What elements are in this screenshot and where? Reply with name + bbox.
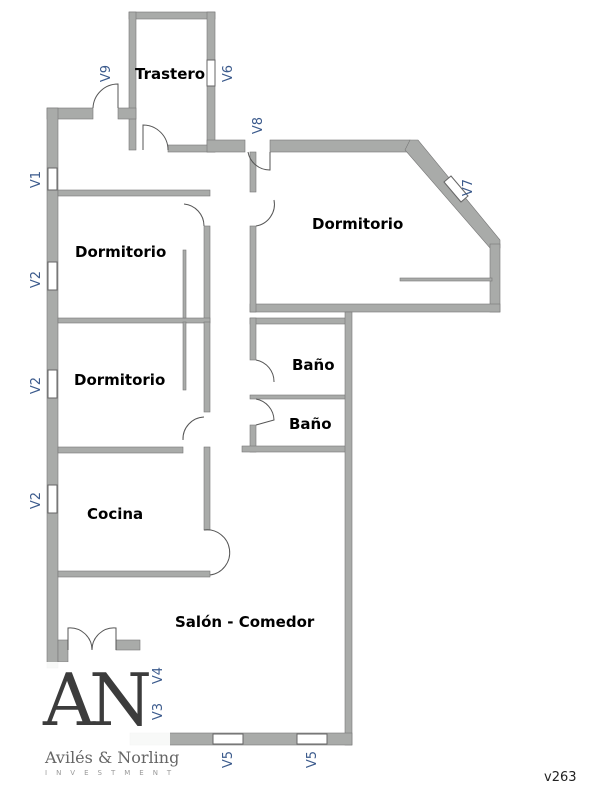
room-label-dormitorio: Dormitorio bbox=[75, 243, 167, 261]
wall bbox=[241, 445, 351, 453]
room-label-cocina: Cocina bbox=[87, 505, 144, 523]
room-label-dormitorio: Dormitorio bbox=[312, 215, 404, 233]
wall bbox=[128, 11, 137, 151]
version-label: v263 bbox=[544, 770, 577, 785]
door-swing bbox=[255, 359, 275, 383]
door-swing bbox=[142, 124, 169, 151]
window-label: V3 bbox=[151, 702, 167, 721]
door-swing bbox=[247, 151, 271, 171]
wall bbox=[128, 11, 216, 20]
window bbox=[47, 261, 58, 291]
wall bbox=[57, 446, 184, 454]
wardrobe bbox=[182, 249, 187, 319]
logo-letters: AN bbox=[43, 658, 152, 742]
window bbox=[47, 484, 58, 514]
logo-name: Avilés & Norling bbox=[45, 748, 180, 767]
window-label: V5 bbox=[305, 750, 321, 769]
company-logo: AN Avilés & Norling INVESTMENT bbox=[43, 658, 179, 792]
window bbox=[443, 175, 469, 203]
door-swing bbox=[203, 529, 231, 576]
window-label: V5 bbox=[221, 750, 237, 769]
wall bbox=[269, 139, 411, 153]
wall bbox=[206, 139, 246, 153]
door-swing bbox=[67, 627, 93, 651]
door-swing bbox=[91, 627, 117, 651]
room-label-bano: Baño bbox=[292, 356, 335, 374]
window-label: V2 bbox=[29, 376, 45, 395]
window-label: V2 bbox=[29, 491, 45, 510]
wall bbox=[115, 639, 141, 651]
wall bbox=[249, 394, 351, 400]
wall bbox=[249, 317, 257, 361]
logo-subtitle: INVESTMENT bbox=[45, 769, 181, 777]
window-label: V7 bbox=[461, 178, 477, 197]
wardrobe bbox=[182, 321, 187, 391]
wardrobe bbox=[399, 277, 493, 282]
wall bbox=[249, 225, 257, 313]
wall bbox=[57, 317, 211, 324]
window-label: V6 bbox=[221, 64, 237, 83]
wall bbox=[249, 317, 351, 325]
door-swing bbox=[255, 398, 275, 426]
wall bbox=[57, 189, 211, 197]
door-swing bbox=[183, 203, 205, 227]
door-swing bbox=[92, 83, 119, 109]
door-swing bbox=[255, 199, 275, 227]
window bbox=[47, 167, 58, 191]
wall bbox=[57, 570, 211, 578]
wall bbox=[117, 107, 137, 120]
wall bbox=[203, 446, 211, 531]
window bbox=[296, 733, 328, 745]
window-label: V9 bbox=[99, 64, 115, 83]
window bbox=[212, 733, 244, 745]
room-label-trastero: Trastero bbox=[135, 65, 206, 83]
wall bbox=[203, 321, 211, 413]
window-label: V1 bbox=[29, 170, 45, 189]
wall bbox=[344, 311, 353, 746]
window-label: V2 bbox=[29, 270, 45, 289]
wall bbox=[249, 151, 257, 193]
room-label-bano: Baño bbox=[289, 415, 332, 433]
window-label: V8 bbox=[251, 116, 267, 135]
wall bbox=[203, 225, 211, 323]
room-label-dormitorio: Dormitorio bbox=[74, 371, 166, 389]
window bbox=[47, 369, 58, 399]
room-label-salon: Salón - Comedor bbox=[175, 613, 315, 631]
wall bbox=[404, 139, 501, 249]
wall bbox=[249, 303, 501, 313]
window-label: V4 bbox=[151, 666, 167, 685]
window bbox=[206, 59, 216, 87]
door-swing bbox=[182, 416, 205, 441]
